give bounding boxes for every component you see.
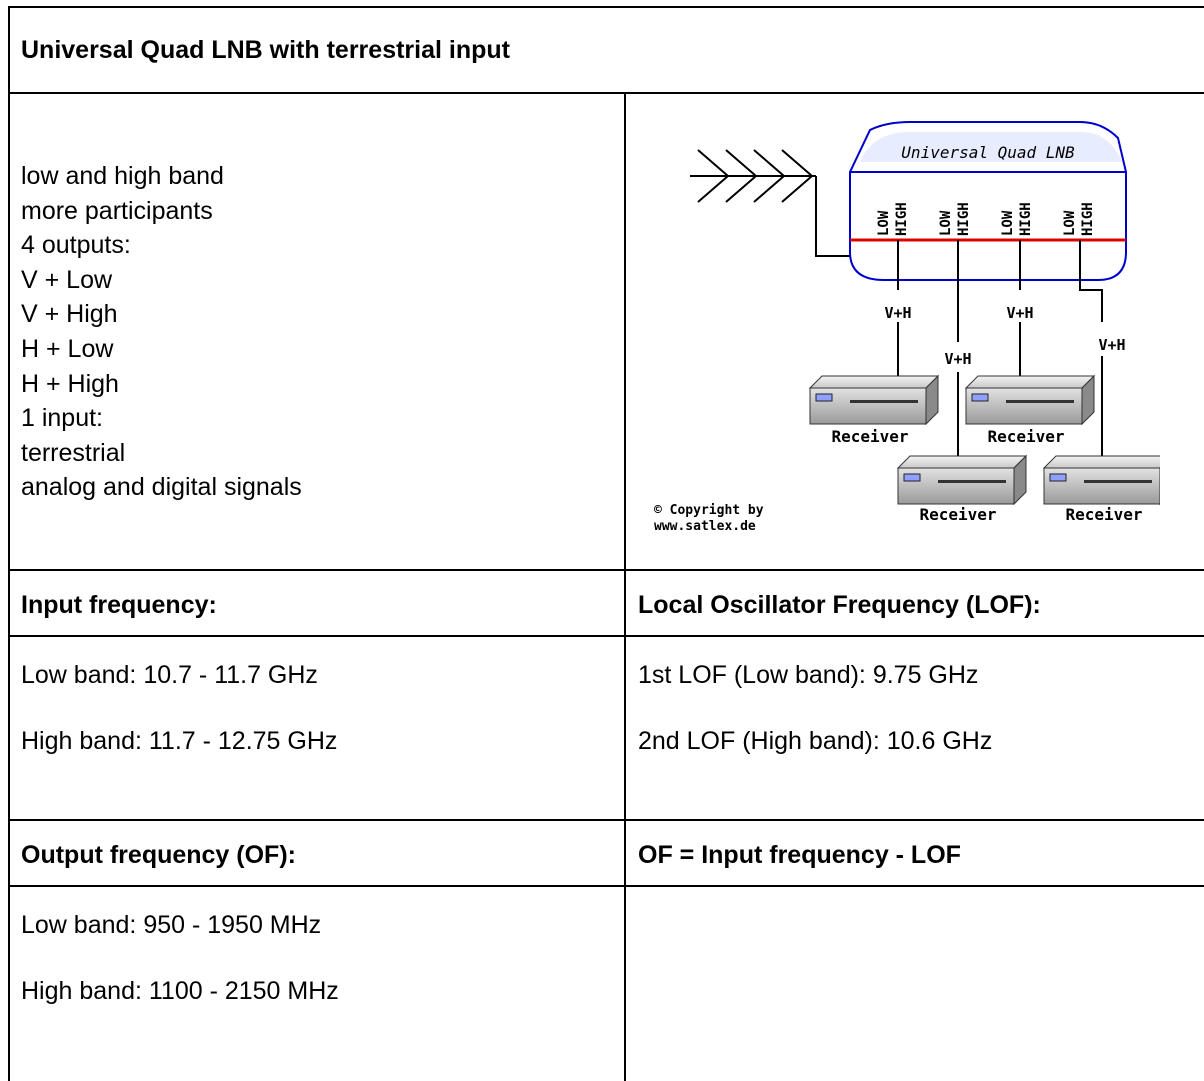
vh-label: V+H <box>944 350 971 368</box>
output-frequency-header: Output frequency (OF): <box>21 841 296 869</box>
lof-header: Local Oscillator Frequency (LOF): <box>638 591 1041 619</box>
rule-under-diagram <box>8 569 1204 571</box>
column-divider <box>624 92 626 1081</box>
lof-second: 2nd LOF (High band): 10.6 GHz <box>638 727 993 755</box>
port-label-low: LOW <box>938 210 954 236</box>
vh-label: V+H <box>884 304 911 322</box>
rule-under-input-values <box>8 819 1204 821</box>
port-label-high: HIGH <box>894 202 910 236</box>
border-top <box>8 6 1204 8</box>
port-label-low: LOW <box>876 210 892 236</box>
lnb-diagram: Universal Quad LNB LOW HIGH LOW HIGH LOW… <box>640 110 1173 550</box>
of-formula: OF = Input frequency - LOF <box>638 841 961 869</box>
lnb-diagram-svg: Universal Quad LNB LOW HIGH LOW HIGH LOW… <box>654 121 1173 534</box>
feature-item: terrestrial <box>21 438 126 467</box>
port-label-high: HIGH <box>1018 202 1034 236</box>
lnb-label: Universal Quad LNB <box>901 143 1075 162</box>
page-title: Universal Quad LNB with terrestrial inpu… <box>21 36 510 64</box>
copyright-line: © Copyright by <box>654 503 764 518</box>
border-left <box>8 6 10 1081</box>
feature-item: V + Low <box>21 265 113 294</box>
feature-item: low and high band <box>21 162 224 190</box>
rule-under-title <box>8 92 1204 94</box>
lof-first: 1st LOF (Low band): 9.75 GHz <box>638 661 979 689</box>
copyright-line: www.satlex.de <box>654 519 756 534</box>
receiver-label: Receiver <box>987 427 1064 446</box>
feature-list: low and high band more participants 4 ou… <box>21 159 302 505</box>
feature-item: more participants <box>21 196 213 225</box>
receiver-label: Receiver <box>919 505 996 524</box>
feature-item: H + Low <box>21 334 114 363</box>
vh-label: V+H <box>1006 304 1033 322</box>
rule-under-output-header <box>8 885 1204 887</box>
receiver-label: Receiver <box>1065 505 1142 524</box>
receiver-icon <box>809 375 939 425</box>
receiver-label: Receiver <box>831 427 908 446</box>
output-low-band: Low band: 950 - 1950 MHz <box>21 911 322 939</box>
port-label-low: LOW <box>1000 210 1016 236</box>
input-frequency-header: Input frequency: <box>21 591 217 619</box>
receiver-icon <box>965 375 1095 425</box>
input-low-band: Low band: 10.7 - 11.7 GHz <box>21 661 318 689</box>
vh-label: V+H <box>1098 336 1125 354</box>
feature-item: 4 outputs: <box>21 231 131 260</box>
antenna-icon <box>690 149 878 257</box>
lnb-box: Universal Quad LNB <box>849 121 1127 281</box>
receiver-icon <box>1043 455 1173 505</box>
port-label-high: HIGH <box>956 202 972 236</box>
feature-item: H + High <box>21 369 119 398</box>
feature-item: 1 input: <box>21 404 104 433</box>
cables <box>897 240 1103 456</box>
port-label-high: HIGH <box>1080 202 1096 236</box>
receiver-icon <box>897 455 1027 505</box>
output-high-band: High band: 1100 - 2150 MHz <box>21 977 339 1005</box>
port-label-low: LOW <box>1062 210 1078 236</box>
feature-item: analog and digital signals <box>21 473 302 502</box>
input-high-band: High band: 11.7 - 12.75 GHz <box>21 727 338 755</box>
feature-item: V + High <box>21 300 118 329</box>
rule-under-input-header <box>8 635 1204 637</box>
